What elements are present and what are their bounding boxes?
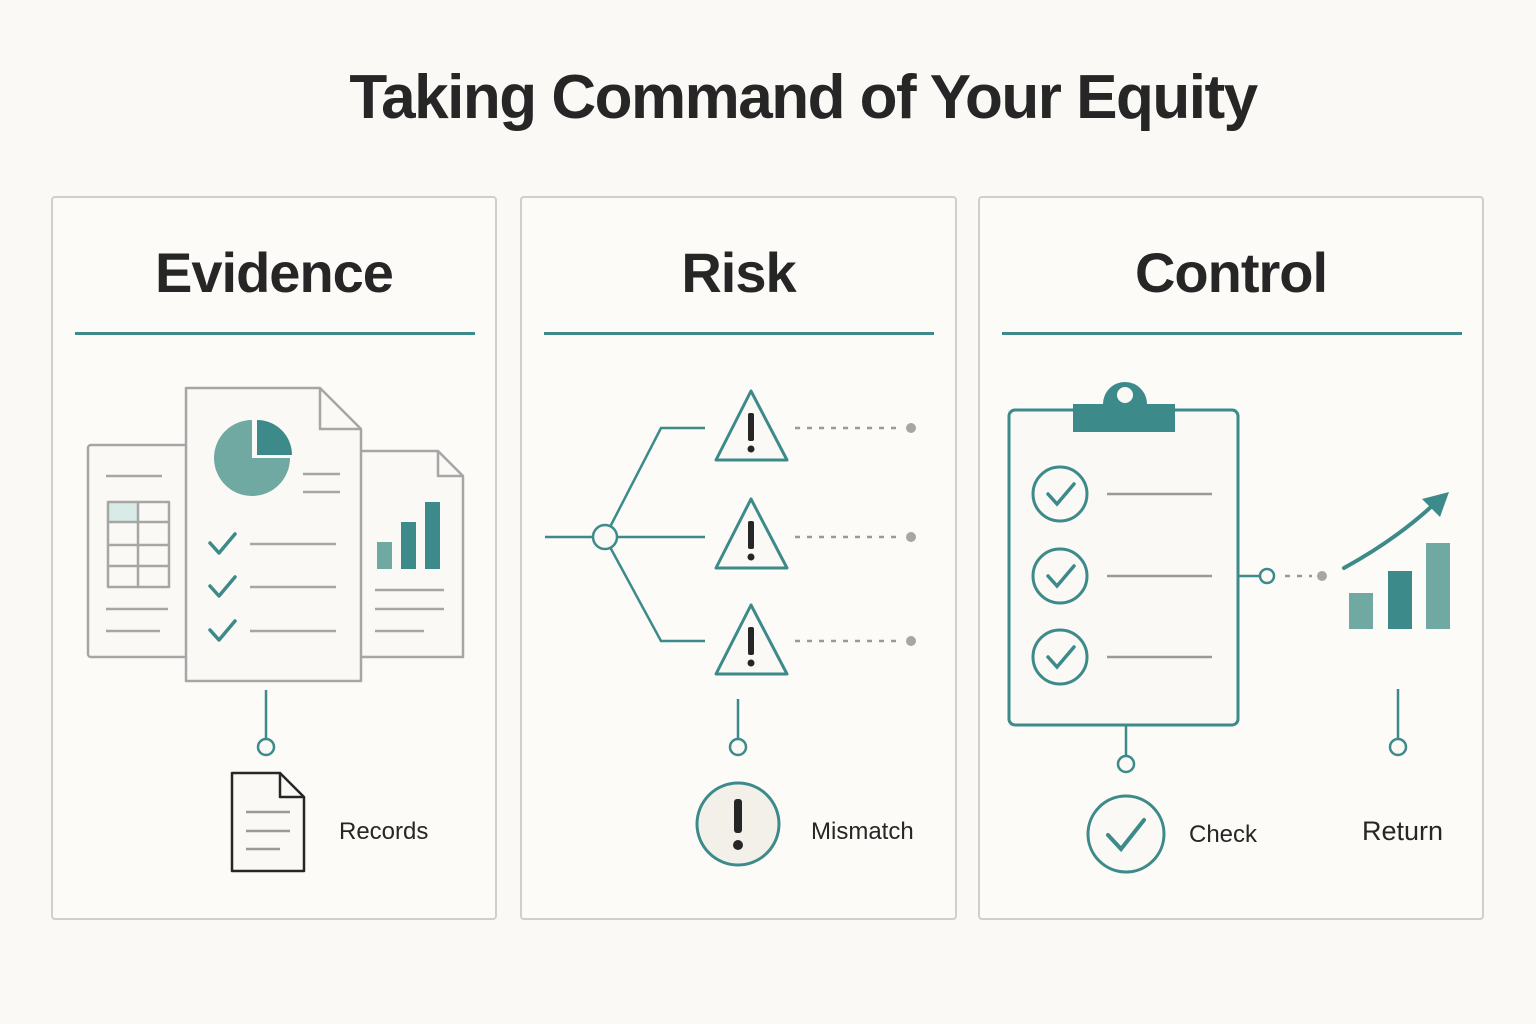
spreadsheet-icon: [86, 443, 190, 659]
warning-triangle-icon: [714, 389, 789, 676]
label-return: Return: [1362, 816, 1444, 846]
checkmark-icon: [208, 532, 237, 642]
panel-title-evidence: Evidence: [155, 241, 394, 304]
document-icon: [230, 771, 306, 873]
panel-divider: [75, 332, 475, 335]
panel-title-risk: Risk: [681, 241, 796, 304]
panel-title-control: Control: [1134, 241, 1328, 304]
check-circle-icon: [1086, 794, 1166, 874]
panel-divider: [1002, 332, 1462, 335]
label-check: Check: [1189, 821, 1258, 848]
label-mismatch: Mismatch: [811, 818, 914, 845]
exclamation-circle-icon: [695, 781, 781, 867]
branching-tree-icon: [545, 426, 705, 643]
bar-chart-icon: [377, 502, 440, 569]
panel-divider: [544, 332, 934, 335]
page-title: Taking Command of Your Equity: [349, 63, 1258, 132]
pie-chart-icon: [214, 420, 292, 496]
clipboard-checklist-icon: [1007, 382, 1240, 727]
growth-chart-icon: [1342, 492, 1450, 629]
label-records: Records: [339, 818, 429, 845]
documents-stack-icon: [86, 386, 465, 683]
